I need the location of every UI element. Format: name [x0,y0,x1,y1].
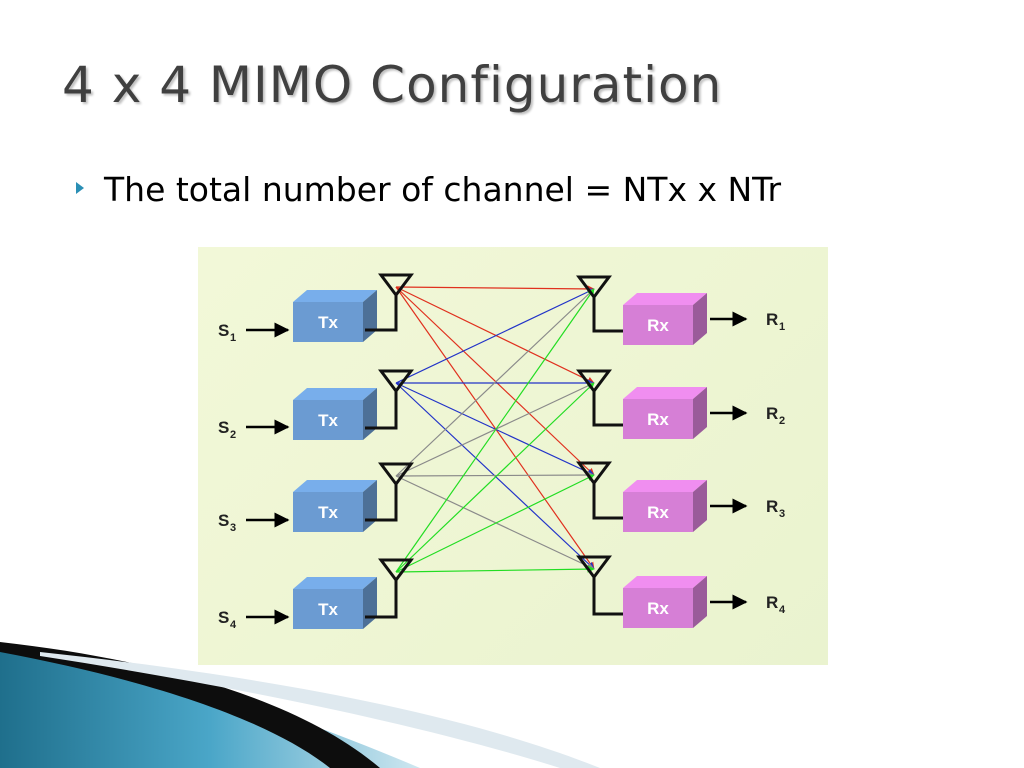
rx-box-4-top [623,576,707,588]
rx-box-3-label: Rx [647,503,669,522]
tx-box-2-front [293,400,363,440]
rx-box-1-side [693,293,707,345]
tx-box-2-label: Tx [318,411,338,430]
rx-box-3-top [623,480,707,492]
channel-line-tx3-rx1 [395,288,595,477]
channel-line-tx1-rx3 [395,286,595,476]
swoosh-black [0,642,380,768]
rx-feed-1 [592,295,623,333]
tx-box-1-label: Tx [318,313,338,332]
channel-line-tx2-rx1 [395,288,595,384]
rx-box-2-label: Rx [647,410,669,429]
tx-feed-1 [365,293,398,332]
rx-box-1-label: Rx [647,316,669,335]
rx-box-3-front [623,492,693,532]
input-label-4: S [218,608,229,627]
tx-box-3-top [293,480,377,492]
rx-antenna-icon-3 [576,461,612,486]
rx-box-2-side [693,387,707,439]
bullet-text: The total number of channel = NTx x NTr [104,170,782,209]
output-label-4: R [766,593,778,612]
channel-line-tx1-rx1 [395,285,595,293]
swoosh-light [40,652,600,768]
channel-line-tx4-rx1 [395,288,595,573]
output-label-1: R [766,310,778,329]
tx-antenna-icon-4 [378,558,414,583]
output-label-2: R [766,404,778,423]
tx-box-4-front [293,589,363,629]
rx-box-2-top [623,387,707,399]
tx-box-4-top [293,577,377,589]
input-label-sub-2: 2 [230,429,236,441]
input-label-sub-4: 4 [230,619,237,631]
tx-antenna-icon-2 [378,369,414,394]
output-label-sub-3: 3 [779,508,785,520]
tx-box-2-top [293,388,377,400]
input-label-3: S [218,511,229,530]
rx-feed-2 [592,389,623,427]
channel-line-tx4-rx2 [395,382,595,573]
output-label-sub-2: 2 [779,415,785,427]
channel-line-tx4-rx3 [395,474,595,573]
input-label-1: S [218,321,229,340]
channel-line-tx1-rx2 [395,286,595,384]
channel-line-tx3-rx4 [395,475,595,570]
input-label-2: S [218,418,229,437]
tx-feed-2 [365,389,398,430]
channel-line-tx1-rx4 [395,286,595,570]
channel-line-tx3-rx3 [395,471,595,479]
tx-box-3-label: Tx [318,503,338,522]
rx-feed-3 [592,481,623,520]
tx-box-3-front [293,492,363,532]
input-label-sub-1: 1 [230,332,236,344]
tx-antenna-icon-3 [378,462,414,487]
channel-line-tx4-rx4 [395,565,595,573]
rx-box-1-front [623,305,693,345]
output-label-sub-4: 4 [779,604,786,616]
rx-box-2-front [623,399,693,439]
tx-box-1-front [293,302,363,342]
rx-box-3-side [693,480,707,532]
rx-antenna-icon-1 [576,275,612,300]
tx-antenna-icon-1 [378,273,414,298]
input-label-sub-3: 3 [230,522,236,534]
bullet-arrow-icon [76,182,84,194]
rx-box-4-front [623,588,693,628]
tx-box-4-label: Tx [318,600,338,619]
rx-feed-4 [592,575,623,616]
tx-feed-3 [365,482,398,522]
rx-antenna-icon-4 [576,555,612,580]
output-label-sub-1: 1 [779,321,785,333]
tx-feed-4 [365,578,398,619]
rx-box-4-label: Rx [647,599,669,618]
rx-box-1-top [623,293,707,305]
tx-box-1-top [293,290,377,302]
slide-title: 4 x 4 MIMO Configuration [62,56,723,114]
rx-box-4-side [693,576,707,628]
output-label-3: R [766,497,778,516]
rx-antenna-icon-2 [576,369,612,394]
